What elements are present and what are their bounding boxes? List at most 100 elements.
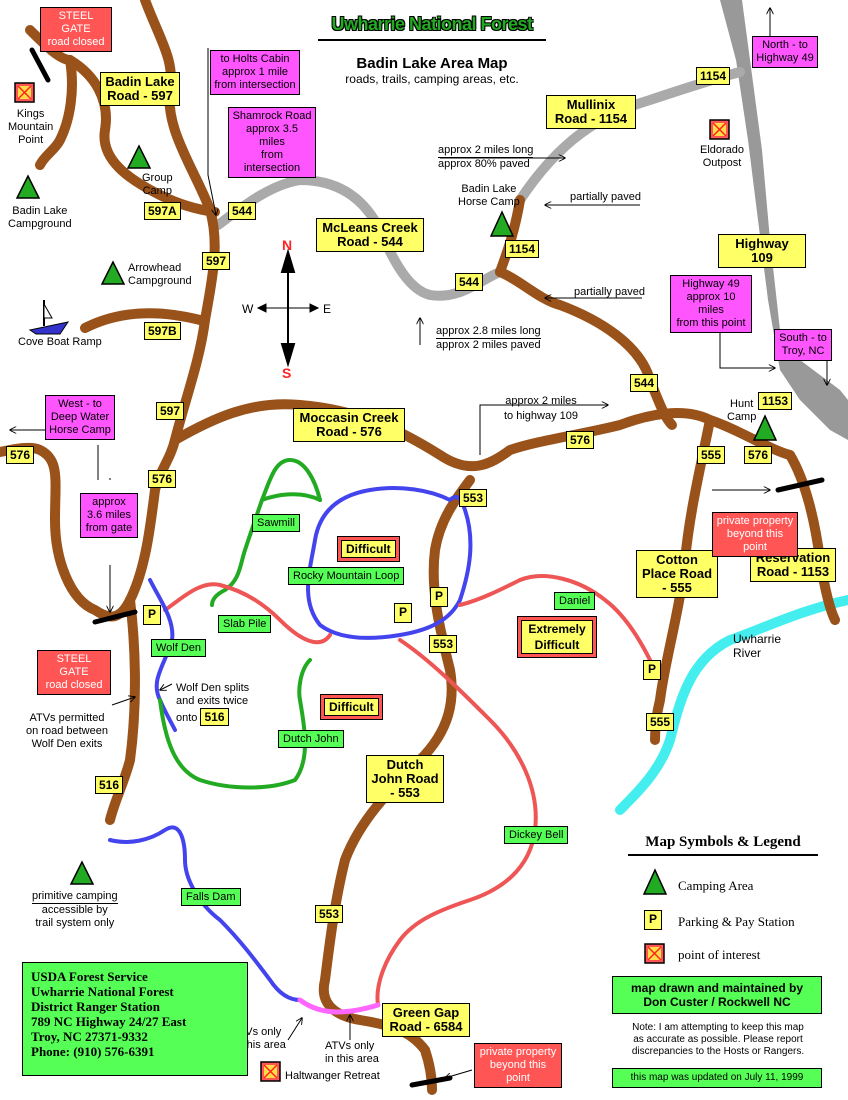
group-camp-icon: [126, 144, 152, 169]
trail-rocky-mountain-loop-label: Rocky Mountain Loop: [288, 567, 405, 585]
compass: [256, 248, 320, 368]
note-partially-paved-1: partially paved: [570, 191, 641, 203]
road-516-marker: 516: [95, 776, 124, 794]
compass-north: N: [282, 237, 293, 253]
compass-west: W: [242, 302, 254, 316]
parking-icon: P: [143, 605, 161, 625]
campground-icon: [15, 174, 41, 199]
reservation-road-label: Reservation Road - 1153: [750, 548, 836, 582]
note-partially-paved-2: partially paved: [574, 286, 645, 298]
compass-east: E: [323, 302, 332, 316]
compass-south: S: [282, 365, 292, 381]
legend-camp-icon: [642, 868, 668, 895]
trail-dutch-john-label: Dutch John: [278, 730, 344, 748]
private-south-bar: [409, 1075, 453, 1088]
road-597a-spur: [65, 55, 220, 217]
trail-rocky-mountain-loop: [306, 486, 473, 640]
road-597-marker: 597: [202, 252, 231, 270]
road-1153-marker: 1153: [758, 392, 793, 410]
arrow-splits: [160, 683, 173, 690]
legend-parking-icon: P: [644, 910, 662, 930]
map-updated: this map was updated on July 11, 1999: [612, 1068, 822, 1088]
parking-icon: P: [394, 603, 412, 623]
uwharrie-river: [615, 595, 848, 815]
map-subtitle: Badin Lake Area Map: [356, 55, 508, 72]
green-gap-road-label: Green Gap Road - 6584: [382, 1003, 470, 1037]
road-1154-paved: [515, 67, 745, 205]
trail-daniel-label: Daniel: [554, 592, 596, 610]
dutch-john-road-label: Dutch John Road - 553: [366, 755, 444, 803]
arrow-hwy109: [479, 405, 608, 455]
boat-ramp-icon: [28, 300, 70, 335]
mullinix-road-label: Mullinix Road - 1154: [546, 95, 636, 129]
trail-slab-pile: [163, 582, 332, 645]
parking-icon: P: [643, 660, 661, 680]
trail-daniel: [458, 574, 652, 662]
road-597b-marker: 597B: [144, 322, 181, 340]
hunt-camp-icon: [752, 414, 778, 441]
kings-mountain-icon: [14, 82, 35, 103]
road-516-inline-marker: 516: [200, 708, 229, 726]
cove-boat-ramp-label: Cove Boat Ramp: [18, 336, 102, 348]
haltwanger-label: Haltwanger Retreat: [285, 1070, 380, 1082]
map-legend: Map Symbols & Legend Camping Area Parkin…: [628, 834, 818, 962]
moccasin-creek-road-label: Moccasin Creek Road - 576: [293, 408, 405, 442]
forest-name: Uwharrie National Forest: [331, 14, 533, 34]
road-516: [105, 595, 140, 825]
parking-icon: P: [430, 587, 448, 607]
arrow-private-south: [445, 1069, 473, 1078]
legend-camping: Camping Area: [678, 878, 754, 893]
rocky-loop-difficulty: Difficult: [337, 536, 400, 562]
arrow-hwy49: [719, 318, 775, 368]
trail-wolf-den-label: Wolf Den: [151, 639, 207, 657]
road-597-mid-marker: 597: [156, 402, 185, 420]
arrow-atv-permit: [111, 697, 135, 706]
cotton-place-road-label: Cotton Place Road - 555: [636, 550, 718, 598]
highway-109-label: Highway 109: [718, 234, 806, 268]
trail-dutch-john: [158, 658, 312, 790]
legend-heading: Map Symbols & Legend: [628, 834, 818, 856]
road-555-top-marker: 555: [697, 446, 726, 464]
trail-sawmill-label: Sawmill: [252, 514, 300, 532]
legend-poi: point of interest: [678, 947, 761, 962]
horse-camp-icon: [489, 210, 515, 237]
dutch-john-difficulty: Difficult: [320, 694, 383, 720]
eldorado-icon: [709, 119, 730, 140]
road-1154-top-marker: 1154: [696, 67, 731, 85]
trail-wolf-den: [148, 578, 177, 732]
road-555-low-marker: 555: [646, 713, 675, 731]
road-553-top-marker: 553: [459, 489, 488, 507]
primitive-camp-icon: [69, 860, 95, 885]
road-544-marker: 544: [228, 202, 257, 220]
legend-poi-icon: [644, 943, 665, 964]
road-576-east-marker: 576: [744, 446, 773, 464]
trail-green-sawmill-link: [260, 492, 322, 502]
ranger-station-info: USDA Forest Service Uwharrie National Fo…: [22, 962, 248, 1076]
mcleans-creek-road-label: McLeans Creek Road - 544: [316, 218, 424, 252]
road-544-mid-marker: 544: [455, 273, 484, 291]
trail-atv: [297, 997, 381, 1015]
